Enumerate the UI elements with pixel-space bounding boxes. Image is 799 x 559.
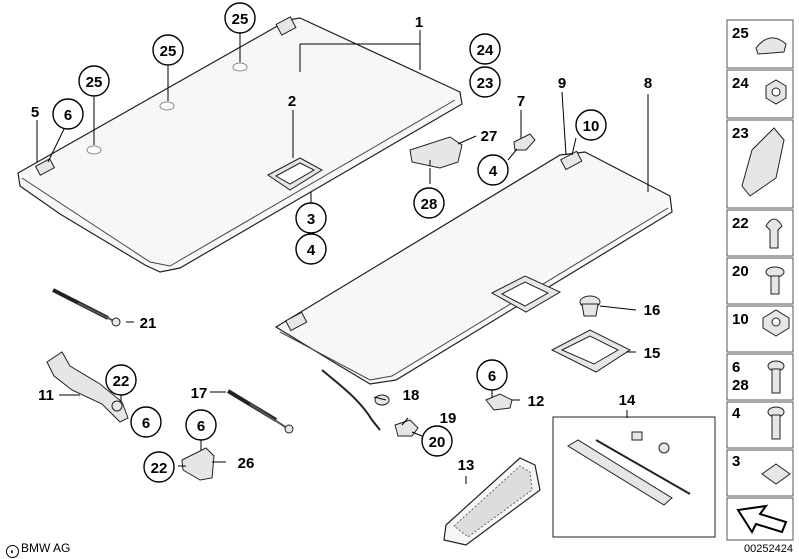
label-11: 11 [38, 387, 54, 404]
label-20: 20 [429, 434, 446, 451]
label-4-b: 4 [489, 163, 498, 180]
label-23: 23 [477, 75, 494, 92]
gas-strut-21 [52, 288, 121, 327]
label-6-c: 6 [197, 418, 205, 435]
cable-18 [321, 369, 390, 431]
label-21: 21 [140, 315, 157, 332]
label-6-b: 6 [142, 415, 150, 432]
label-26: 26 [238, 455, 255, 472]
sidebar-label-2: 23 [732, 125, 749, 142]
bmw-roundel-icon: ◐ [6, 545, 19, 558]
label-22-a: 22 [113, 373, 130, 390]
label-25-a: 25 [232, 11, 249, 28]
sidebar-label-6: 6 [732, 359, 740, 376]
label-24: 24 [477, 42, 494, 59]
sidebar-label-8: 3 [732, 453, 740, 470]
label-7: 7 [517, 93, 525, 110]
fastener-sidebar: 25 24 23 22 20 10 6 28 4 3 [726, 19, 794, 541]
sidebar-label-4: 20 [732, 263, 749, 280]
label-14: 14 [619, 392, 636, 409]
catch-12 [485, 393, 513, 411]
label-8: 8 [644, 75, 652, 92]
sidebar-label-5: 10 [732, 311, 749, 328]
bracket-27 [409, 136, 463, 169]
label-27: 27 [481, 128, 498, 145]
brand-mark: ◐BMW AG [6, 541, 70, 558]
bracket-icon [741, 127, 785, 197]
diagram-number: 00252424 [744, 543, 793, 555]
part-labels: 1 2 3 4 5 6 25 25 25 24 23 7 4 27 28 9 1… [31, 2, 661, 483]
label-12: 12 [528, 393, 545, 410]
label-16: 16 [644, 302, 661, 319]
label-6-a: 6 [64, 107, 72, 124]
label-9: 9 [558, 75, 566, 92]
trunk-floor-panel [17, 16, 463, 273]
label-15: 15 [644, 345, 661, 362]
gas-strut-17 [226, 389, 294, 434]
cargo-cover-panel [274, 150, 673, 385]
push-pin-icon [765, 218, 783, 249]
label-18: 18 [403, 387, 420, 404]
washer-icon [761, 463, 791, 485]
leader-lines [36, 30, 649, 484]
label-28: 28 [421, 196, 438, 213]
net-13 [443, 457, 541, 546]
button-16 [579, 295, 601, 317]
label-25-b: 25 [160, 43, 177, 60]
brand-text: BMW AG [21, 541, 71, 555]
sidebar-label-0: 25 [732, 25, 749, 42]
direction-arrow-icon [736, 504, 788, 535]
kit-14-frame [552, 416, 716, 538]
label-10: 10 [583, 118, 600, 135]
bracket-26 [181, 447, 215, 481]
clip-7 [513, 133, 536, 151]
sidebar-label-7: 4 [732, 405, 741, 422]
label-5: 5 [31, 104, 39, 121]
handle-recess-15 [550, 329, 632, 373]
hinge-11 [46, 351, 129, 423]
label-4-a: 4 [307, 242, 316, 259]
plug-icon [755, 37, 787, 55]
label-22-b: 22 [151, 460, 168, 477]
label-19: 19 [440, 410, 457, 427]
label-17: 17 [191, 385, 208, 402]
sidebar-label-3: 22 [732, 215, 749, 232]
sidebar-label-6-b: 28 [732, 377, 749, 394]
latch-19 [394, 419, 419, 437]
sidebar-label-1: 24 [732, 75, 749, 92]
label-25-c: 25 [86, 74, 103, 91]
label-6-d: 6 [488, 368, 496, 385]
label-13: 13 [458, 457, 475, 474]
label-1: 1 [415, 14, 423, 31]
label-2: 2 [288, 93, 296, 110]
label-3: 3 [307, 211, 315, 228]
